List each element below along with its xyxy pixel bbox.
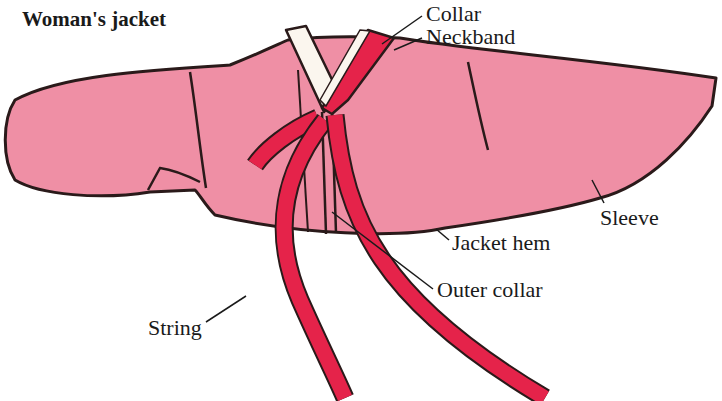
part-label: Collar (426, 2, 481, 26)
part-label: Jacket hem (452, 231, 550, 255)
diagram-title: Woman's jacket (22, 8, 166, 31)
armhole-seam (190, 72, 206, 188)
part-label: Outer collar (437, 278, 543, 302)
leader-line (332, 212, 433, 289)
armhole-seam (468, 62, 488, 150)
string (335, 115, 545, 398)
neckband-white-strip (320, 30, 370, 106)
leader-line (592, 180, 604, 203)
leader-line (206, 296, 246, 322)
sleeve-cuff (148, 168, 200, 190)
part-label: Sleeve (600, 206, 659, 230)
leader-line (394, 38, 422, 50)
string (335, 115, 545, 398)
leader-line (436, 229, 449, 240)
part-label: String (148, 316, 202, 340)
part-label: Neckband (426, 25, 515, 49)
